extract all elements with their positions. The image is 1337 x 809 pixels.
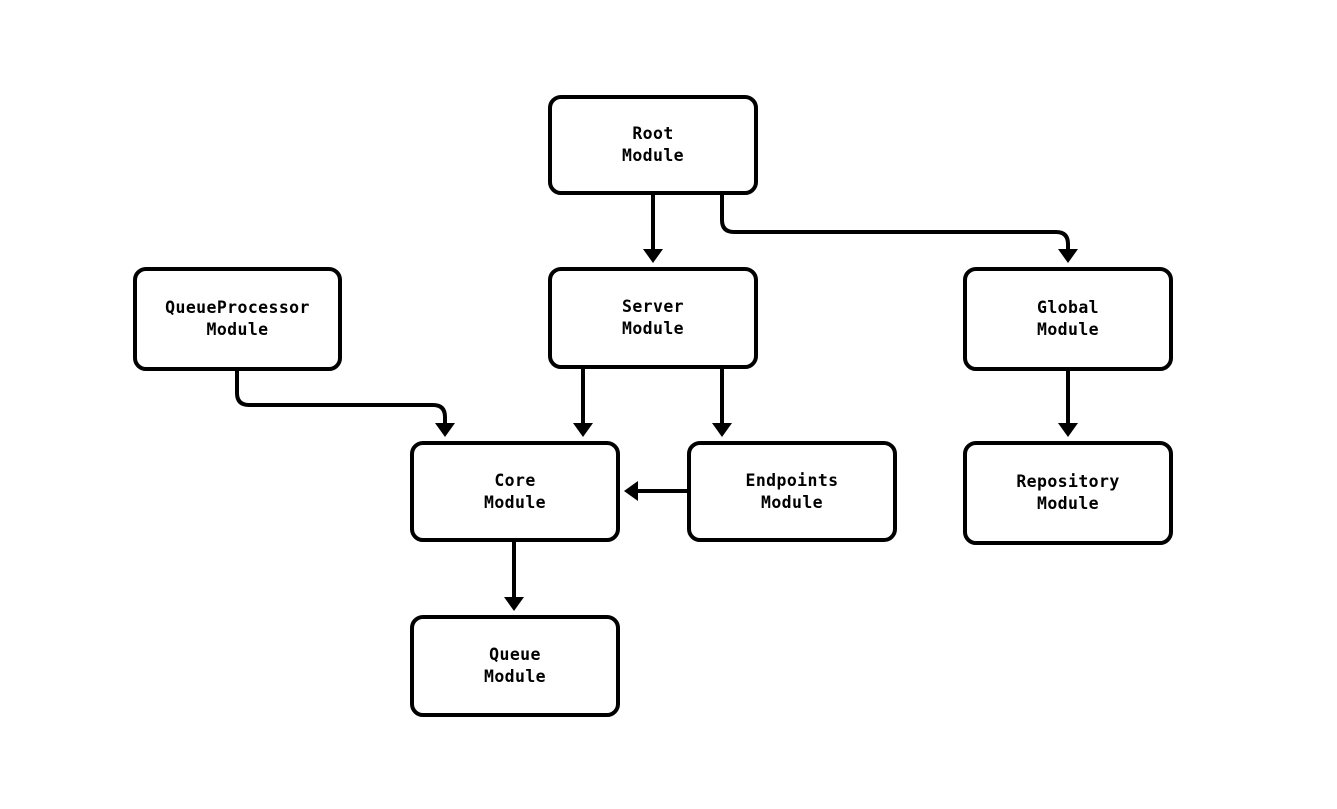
edge-queueprocessor-core-arrowhead (435, 423, 455, 437)
edge-root-global-line (720, 195, 1070, 249)
node-queue-label-line2: Module (483, 667, 546, 686)
node-server-label-line1: Server (621, 297, 684, 316)
node-repository-label-line2: Module (1036, 494, 1099, 513)
node-queueprocessor[interactable]: QueueProcessor Module (133, 267, 342, 371)
node-repository[interactable]: Repository Module (963, 441, 1173, 545)
node-core-label-line2: Module (483, 492, 546, 512)
node-root-label-line2: Module (621, 146, 684, 165)
node-global-label-line2: Module (1036, 320, 1099, 339)
node-global-label-line1: Global (1036, 298, 1099, 317)
edge-root-global-arrowhead (1058, 249, 1078, 263)
node-global[interactable]: Global Module (963, 267, 1173, 371)
node-queue[interactable]: Queue Module (410, 615, 620, 717)
node-core-label-line1: Core (494, 470, 536, 490)
edge-global-repository-arrowhead (1058, 423, 1078, 437)
edge-server-endpoints-arrowhead (712, 423, 732, 437)
edge-root-server-arrowhead (643, 249, 663, 263)
node-server-label-line2: Module (621, 319, 684, 338)
node-core[interactable]: Core Module (410, 441, 620, 542)
node-endpoints[interactable]: Endpoints Module (687, 441, 897, 542)
node-endpoints-label-line2: Module (760, 492, 823, 512)
edge-core-queue-arrowhead (504, 597, 524, 611)
node-queueprocessor-label-line1: QueueProcessor (165, 298, 310, 317)
edge-queueprocessor-core-line (235, 371, 447, 423)
node-root-label-line1: Root (632, 124, 674, 143)
node-server[interactable]: Server Module (548, 267, 758, 369)
node-repository-label-line1: Repository (1016, 472, 1120, 491)
edge-endpoints-core-arrowhead (624, 481, 638, 501)
node-queue-label-line1: Queue (489, 645, 541, 664)
node-endpoints-label-line1: Endpoints (745, 470, 839, 490)
edge-server-core-arrowhead (573, 423, 593, 437)
node-root[interactable]: Root Module (548, 95, 758, 195)
node-queueprocessor-label-line2: Module (206, 320, 269, 339)
